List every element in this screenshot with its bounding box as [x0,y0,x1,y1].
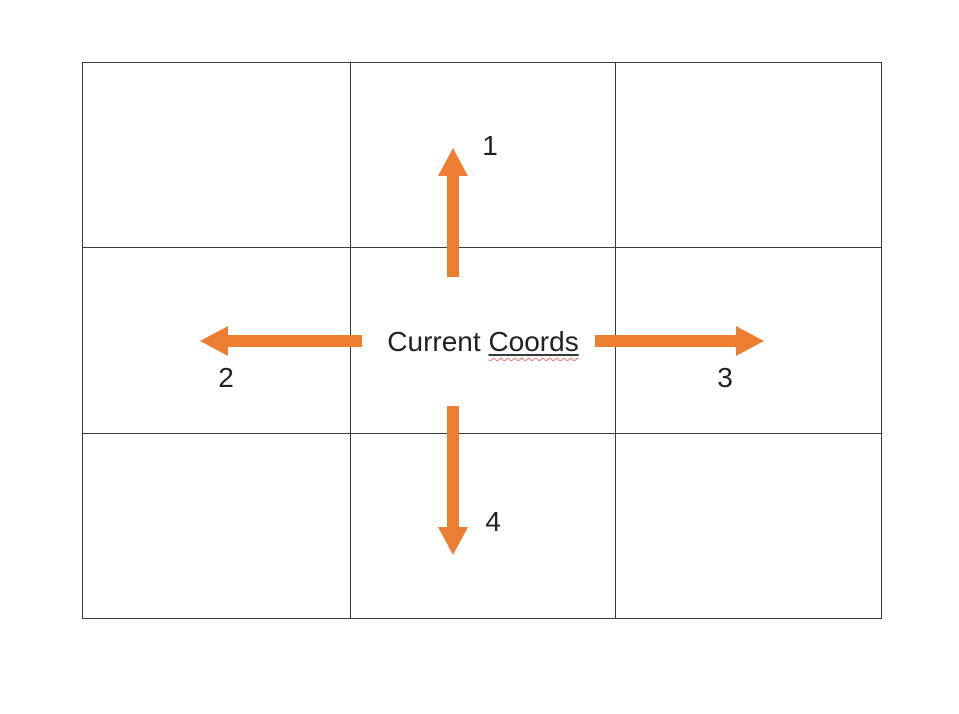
center-coords-label[interactable]: Current Coords [387,328,578,356]
center-coords-plain: Current [387,326,481,357]
direction-label-up[interactable]: 1 [482,130,498,161]
grid-line-horizontal-2 [83,432,881,434]
spellcheck-squiggle: Coords [488,326,579,357]
arrow-right-icon[interactable] [595,326,764,356]
direction-label-left[interactable]: 2 [218,362,234,393]
grid-line-horizontal-1 [83,246,881,248]
direction-label-right[interactable]: 3 [717,362,733,393]
arrow-left-shape [200,326,362,356]
arrow-up-shape [438,148,468,277]
arrow-up-icon[interactable] [438,148,468,277]
center-coords-underlined: Coords [488,326,578,357]
arrow-left-icon[interactable] [200,326,362,356]
arrow-down-shape [438,406,468,555]
direction-label-down[interactable]: 4 [485,506,501,537]
arrow-down-icon[interactable] [438,406,468,555]
arrow-right-shape [595,326,764,356]
